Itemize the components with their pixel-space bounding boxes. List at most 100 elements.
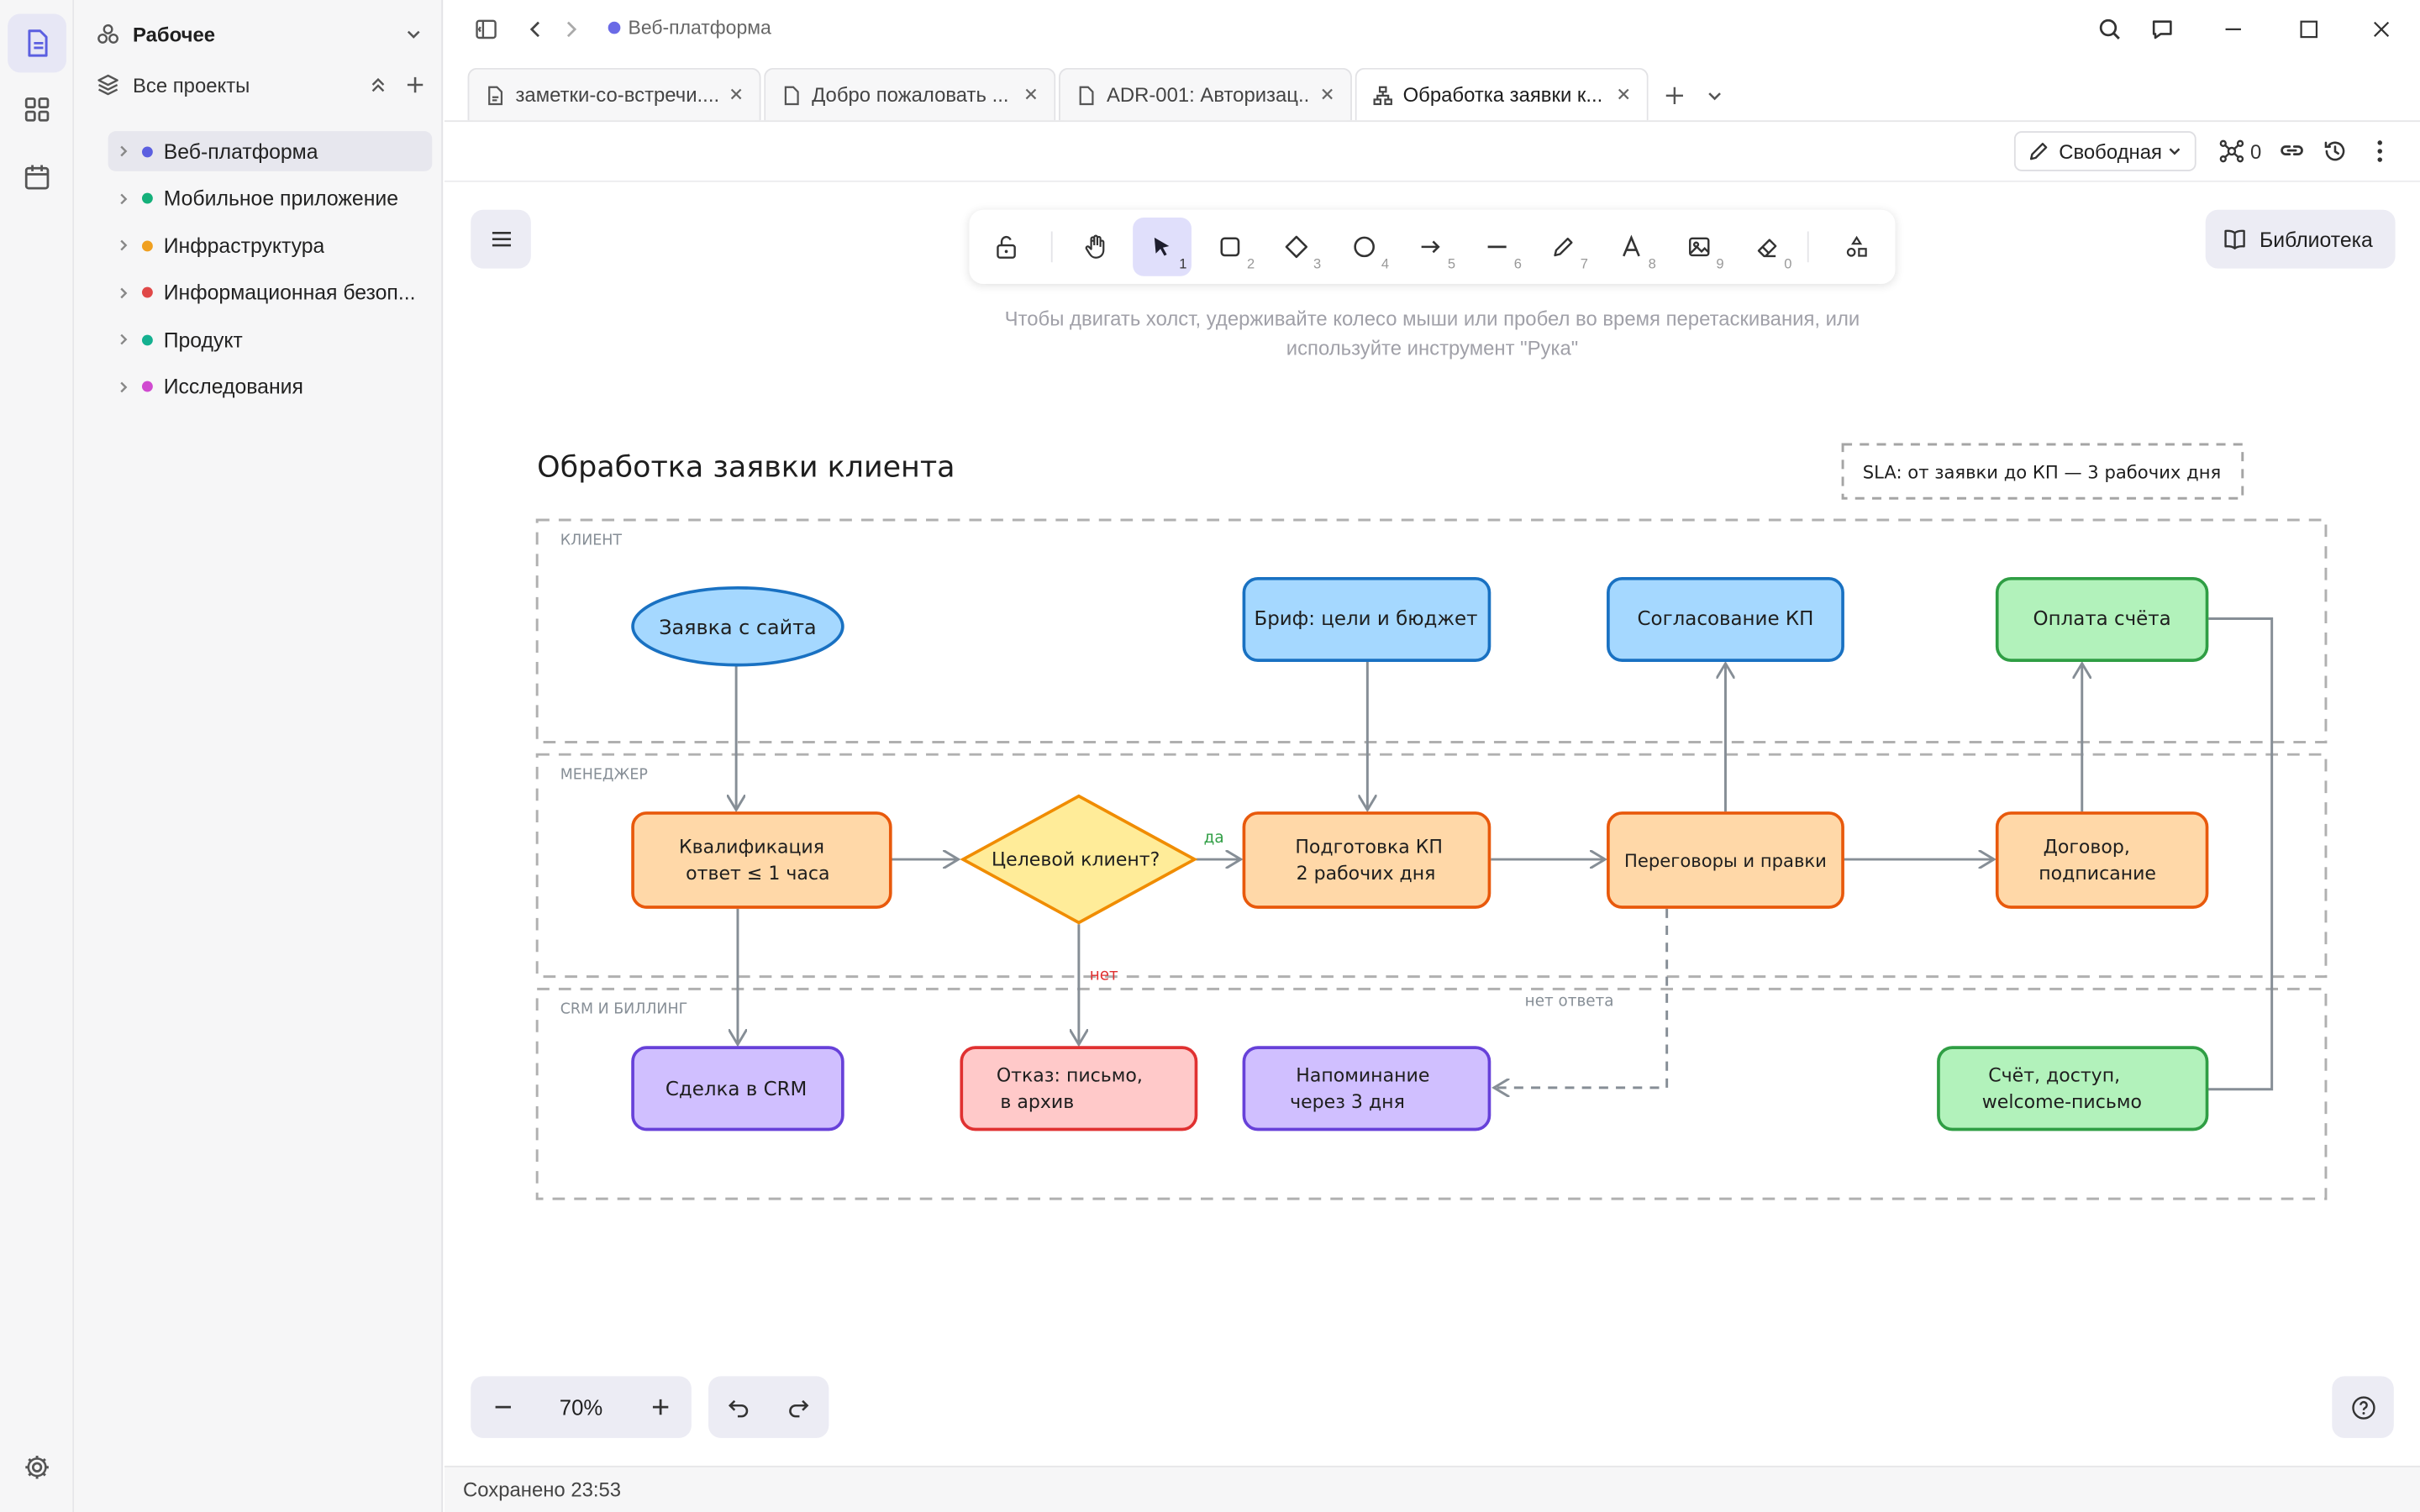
settings-gear-icon[interactable] (8, 1438, 66, 1497)
comments-icon[interactable] (2141, 8, 2184, 50)
collaborators-button[interactable]: 0 (2217, 137, 2261, 165)
arrow-tool-button[interactable]: 5 (1402, 218, 1460, 276)
zoom-out-button[interactable] (474, 1376, 533, 1437)
chevron-right-icon[interactable] (114, 144, 133, 159)
node-remind[interactable] (1242, 1046, 1491, 1131)
chevron-right-icon[interactable] (114, 379, 133, 394)
help-button[interactable] (2332, 1376, 2394, 1438)
workspace-name: Рабочее (132, 22, 216, 46)
workspace-switcher[interactable]: Рабочее (96, 15, 423, 52)
more-shapes-tool-button[interactable] (1828, 218, 1886, 276)
hand-tool-button[interactable] (1066, 218, 1125, 276)
toggle-sidebar-icon[interactable] (465, 8, 508, 50)
close-tab-icon[interactable] (1616, 83, 1631, 107)
lock-tool-button[interactable] (977, 218, 1036, 276)
ellipse-tool-button[interactable]: 4 (1335, 218, 1394, 276)
zoom-in-button[interactable] (631, 1376, 690, 1437)
flowchart-diagram[interactable]: Обработка заявки клиента SLA: от заявки … (445, 184, 2420, 1357)
node-crm[interactable] (631, 1046, 844, 1131)
draw-tool-button[interactable]: 7 (1534, 218, 1593, 276)
chevron-right-icon[interactable] (114, 285, 133, 300)
sidebar-project-item[interactable]: Информационная безоп... (108, 272, 433, 312)
pencil-icon (1554, 237, 1573, 257)
history-icon[interactable] (2321, 137, 2349, 172)
all-projects-label: Все проекты (132, 73, 250, 97)
node-target-decision[interactable] (960, 794, 1198, 925)
sidebar-project-item[interactable]: Мобильное приложение (108, 178, 433, 218)
all-projects-row[interactable]: Все проекты (96, 66, 426, 103)
node-reject[interactable] (960, 1046, 1198, 1131)
close-tab-icon[interactable] (1319, 83, 1334, 107)
node-contract[interactable] (1995, 811, 2209, 909)
lane-manager[interactable] (535, 753, 2328, 979)
link-icon[interactable] (2278, 137, 2306, 172)
tab[interactable]: ADR-001: Авторизац... (1059, 67, 1352, 121)
share-graph-icon (2219, 139, 2244, 163)
node-approve[interactable] (1607, 576, 1844, 662)
back-arrow-icon[interactable] (514, 8, 557, 50)
rectangle-tool-button[interactable]: 2 (1201, 218, 1260, 276)
sidebar-project-item[interactable]: Инфраструктура (108, 225, 433, 265)
zoom-level[interactable]: 70% (559, 1394, 603, 1420)
image-tool-button[interactable]: 9 (1670, 218, 1728, 276)
mode-select[interactable]: Свободная (2013, 131, 2196, 171)
more-options-icon[interactable] (2366, 137, 2394, 172)
diamond-tool-button[interactable]: 3 (1267, 218, 1326, 276)
chevron-right-icon[interactable] (114, 238, 133, 253)
new-tab-plus-icon[interactable] (1656, 77, 1693, 114)
add-project-icon[interactable] (404, 74, 426, 96)
close-tab-icon[interactable] (1023, 83, 1039, 107)
node-negotiate[interactable] (1607, 811, 1844, 909)
sidebar-project-item[interactable]: Продукт (108, 319, 433, 360)
selection-tool-button[interactable]: 1 (1133, 217, 1192, 276)
diagram-title[interactable]: Обработка заявки клиента (537, 451, 955, 485)
node-payment[interactable] (1995, 576, 2209, 662)
tab-title: заметки-со-встречи.... (515, 83, 719, 107)
tab-list-chevron-icon[interactable] (1697, 77, 1731, 114)
main-menu-button[interactable] (471, 209, 531, 269)
close-window-icon[interactable] (2360, 8, 2402, 50)
chevron-right-icon[interactable] (114, 191, 133, 206)
chevron-right-icon[interactable] (114, 332, 133, 347)
node-brief[interactable] (1242, 576, 1491, 662)
tool-shortcut-number: 5 (1447, 255, 1456, 272)
zoom-controls: 70% (471, 1376, 692, 1438)
node-request[interactable] (631, 585, 844, 667)
tab[interactable]: Добро пожаловать ... (764, 67, 1056, 121)
eraser-tool-button[interactable]: 0 (1738, 218, 1797, 276)
maximize-window-icon[interactable] (2287, 8, 2330, 50)
documents-icon[interactable] (8, 13, 66, 73)
dashboard-icon[interactable] (8, 81, 66, 139)
chevron-down-icon[interactable] (404, 24, 423, 43)
redo-button[interactable] (769, 1376, 828, 1437)
arrow-negotiate-to-remind[interactable] (1494, 908, 1669, 1088)
node-qualify[interactable] (631, 811, 892, 909)
project-label: Мобильное приложение (163, 186, 399, 210)
collapse-all-icon[interactable] (367, 74, 389, 96)
forward-arrow-icon[interactable] (550, 8, 592, 50)
file-icon (781, 84, 802, 106)
node-prepare[interactable] (1242, 811, 1491, 909)
minimize-window-icon[interactable] (2212, 8, 2254, 50)
sidebar-project-item[interactable]: Исследования (108, 366, 433, 407)
library-button[interactable]: Библиотека (2205, 209, 2396, 269)
whiteboard-canvas[interactable]: 1 2 3 4 5 6 7 (444, 183, 2420, 1466)
undo-button[interactable] (710, 1376, 769, 1437)
line-tool-button[interactable]: 6 (1468, 218, 1527, 276)
breadcrumb[interactable]: Веб-платформа (608, 17, 771, 39)
lane-client[interactable] (535, 518, 2328, 743)
search-icon[interactable] (2088, 8, 2131, 50)
text-tool-button[interactable]: 8 (1602, 218, 1661, 276)
lane-crm-billing[interactable] (535, 987, 2328, 1200)
project-color-dot (141, 192, 153, 204)
close-tab-icon[interactable] (729, 83, 744, 107)
tab[interactable]: Обработка заявки к... (1355, 67, 1649, 121)
tool-shortcut-number: 3 (1313, 255, 1322, 272)
node-invoice[interactable] (1937, 1046, 2209, 1131)
sidebar-project-item[interactable]: Веб-платформа (108, 131, 433, 171)
sla-note-frame[interactable] (1841, 443, 2244, 500)
calendar-icon[interactable] (8, 148, 66, 207)
arrow-payment-to-invoice[interactable] (2149, 617, 2274, 1089)
undo-icon (728, 1399, 749, 1418)
tab[interactable]: заметки-со-встречи.... (467, 67, 761, 121)
